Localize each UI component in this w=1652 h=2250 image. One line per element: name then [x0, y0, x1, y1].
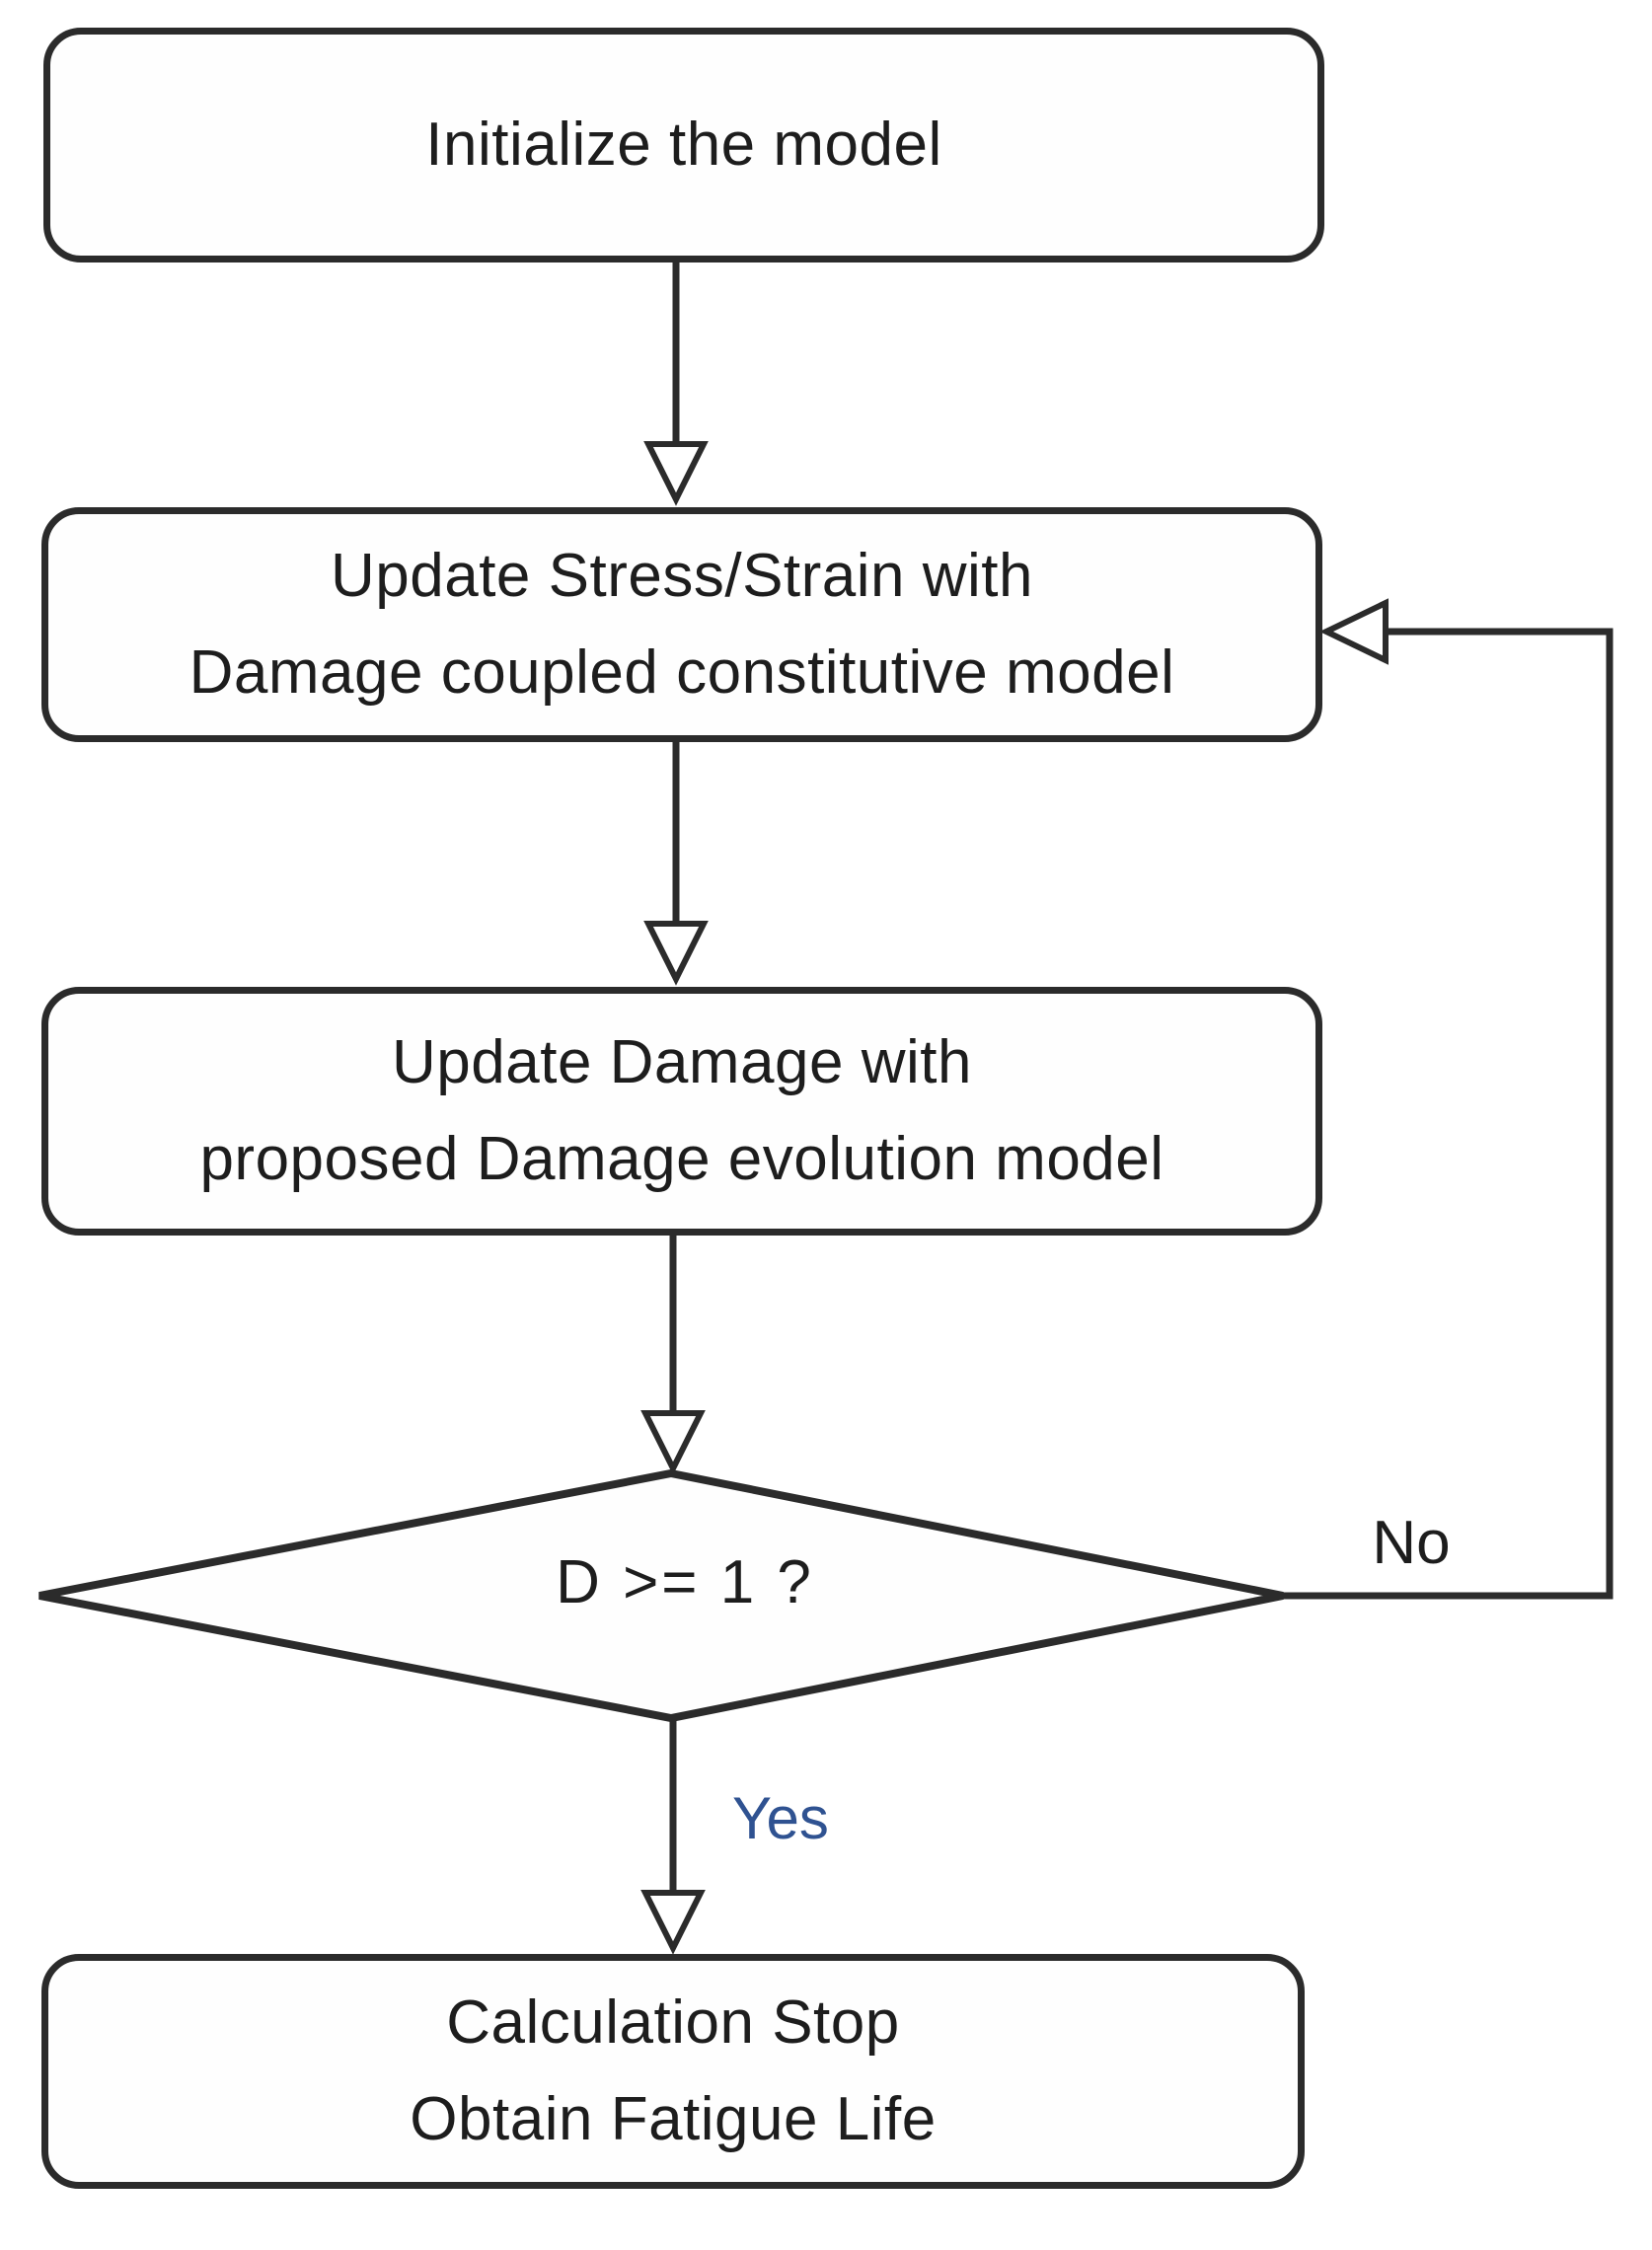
start-node: Initialize the model	[43, 28, 1324, 262]
update-stress-node-label-line1: Update Stress/Strain with	[330, 542, 1034, 611]
arrow-start-to-update-stress	[643, 262, 709, 506]
arrowhead-down-icon	[643, 441, 709, 506]
update-damage-node-label-line1: Update Damage with	[392, 1028, 972, 1097]
end-node: Calculation Stop Obtain Fatigue Life	[41, 1954, 1305, 2189]
update-damage-node: Update Damage with proposed Damage evolu…	[41, 987, 1322, 1236]
end-node-label-line1: Calculation Stop	[446, 1988, 900, 2058]
decision-node-label: D >= 1 ?	[556, 1548, 814, 1616]
arrowhead-left-icon	[1319, 598, 1389, 665]
arrowhead-down-icon	[643, 921, 709, 986]
arrow-yes-decision-to-end	[640, 1718, 706, 1955]
arrowhead-down-icon	[640, 1890, 706, 1955]
update-stress-node: Update Stress/Strain with Damage coupled…	[41, 507, 1322, 742]
no-branch-label: No	[1372, 1509, 1451, 1577]
arrowhead-down-icon	[640, 1410, 706, 1475]
start-node-label: Initialize the model	[425, 111, 942, 180]
update-stress-node-label-line2: Damage coupled constitutive model	[188, 638, 1175, 707]
yes-branch-label: Yes	[732, 1785, 829, 1851]
arrow-update-stress-to-update-damage	[643, 742, 709, 986]
update-damage-node-label-line2: proposed Damage evolution model	[199, 1125, 1164, 1193]
end-node-label-line2: Obtain Fatigue Life	[410, 2085, 937, 2153]
arrow-no-feedback-loop	[1283, 598, 1614, 1600]
arrow-update-damage-to-decision	[640, 1236, 706, 1475]
